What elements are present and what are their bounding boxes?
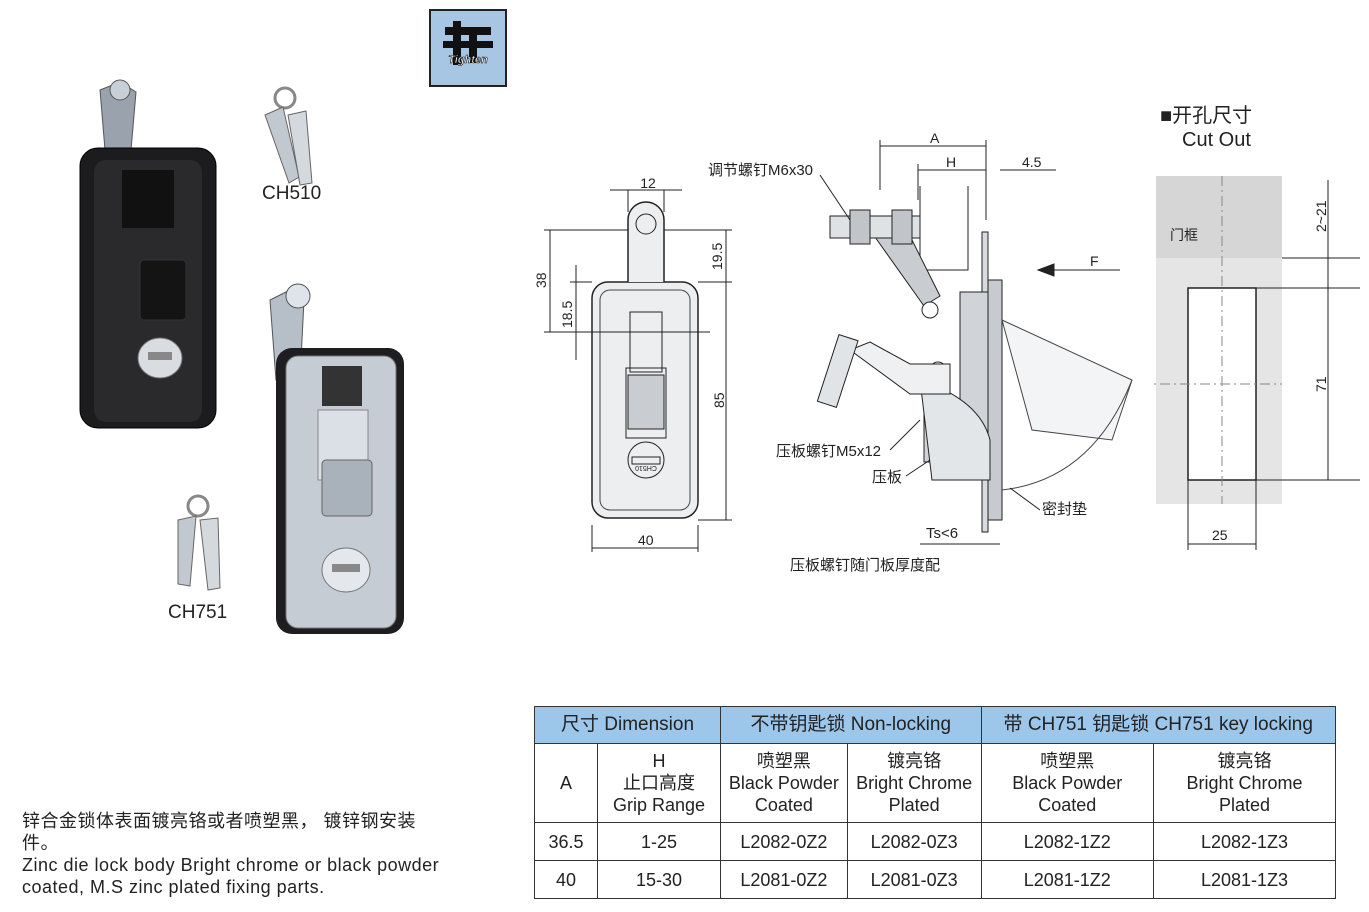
spec-table: 尺寸 Dimension 不带钥匙锁 Non-locking 带 CH751 钥…: [534, 706, 1336, 899]
subheader-h-en: Grip Range: [612, 795, 706, 815]
cell-h: 1-25: [597, 822, 721, 861]
thickness-label: Ts<6: [926, 525, 958, 542]
header-dimension: 尺寸 Dimension: [534, 706, 721, 744]
seal-gasket-label: 密封垫: [1042, 501, 1087, 518]
cell-nl-black: L2082-0Z2: [720, 822, 848, 861]
plate-screw-label: 压板螺钉M5x12: [776, 442, 881, 460]
product-photos: [79, 79, 404, 634]
cell-nl-chrome: L2082-0Z3: [846, 822, 982, 861]
subheader-en: Bright Chrome: [856, 773, 973, 793]
dim-a-label: A: [930, 130, 940, 146]
description-en: Zinc die lock body Bright chrome or blac…: [22, 855, 440, 897]
pressure-plate-label: 压板: [872, 468, 902, 486]
dim-h-label: H: [946, 154, 956, 170]
subheader-cn: 喷塑黑: [1040, 751, 1095, 771]
keys-ch751-icon: [177, 494, 221, 591]
technical-drawing: CH510 12 38 18.5 19.5 85 40 A H 4.5: [533, 130, 1133, 574]
adjust-screw-label: 调节螺钉M6x30: [708, 162, 813, 179]
chrome-lock-image: [269, 283, 404, 634]
subheader-nl-chrome: 镀亮铬 Bright Chrome Plated: [846, 743, 982, 823]
table-row: 40 15-30 L2081-0Z2 L2081-0Z3 L2081-1Z2 L…: [534, 860, 1336, 899]
cell-kl-black: L2081-1Z2: [980, 860, 1155, 899]
subheader-en: Black Powder: [728, 773, 839, 793]
dim-71-label: 71: [1313, 376, 1329, 392]
dim-85-label: 85: [711, 392, 727, 408]
subheader-en: Coated: [1038, 795, 1097, 815]
logo-text: Tighten: [448, 54, 488, 66]
cell-h: 15-30: [597, 860, 721, 899]
subheader-en: Plated: [1219, 795, 1271, 815]
product-label-ch510: CH510: [262, 183, 322, 204]
subheader-h-symbol: H: [652, 751, 666, 771]
dim-40-label: 40: [638, 532, 654, 548]
table-header-row: 尺寸 Dimension 不带钥匙锁 Non-locking 带 CH751 钥…: [534, 706, 1336, 744]
dim-4-5-label: 4.5: [1022, 154, 1042, 170]
subheader-h: H 止口高度 Grip Range: [597, 743, 721, 823]
logo-mark-icon: Tighten: [443, 21, 493, 66]
front-view: CH510 12 38 18.5 19.5 85 40: [533, 175, 732, 552]
cell-nl-black: L2081-0Z2: [720, 860, 848, 899]
subheader-en: Bright Chrome: [1186, 773, 1303, 793]
table-subheader-row: A H 止口高度 Grip Range 喷塑黑 Black Powder Coa…: [534, 743, 1336, 823]
subheader-h-cn: 止口高度: [623, 773, 695, 793]
cutout-title: ■开孔尺寸 Cut Out: [1160, 104, 1252, 152]
plate-screw-note: 压板螺钉随门板厚度配: [790, 556, 940, 574]
cell-kl-chrome: L2081-1Z3: [1153, 860, 1336, 899]
product-label-ch751: CH751: [168, 602, 228, 623]
description-cn: 锌合金锁体表面镀亮铬或者喷塑黑， 镀锌钢安装件。: [22, 811, 416, 853]
dim-2-21-label: 2~21: [1313, 200, 1329, 232]
keys-ch510-icon: [264, 86, 313, 186]
subheader-en: Black Powder: [1012, 773, 1123, 793]
cutout-diagram: 门框 2~21 71 25: [1150, 176, 1360, 550]
brand-logo: Tighten: [429, 9, 507, 87]
key-mark-text: CH510: [635, 464, 657, 471]
dim-19-5-label: 19.5: [709, 243, 725, 270]
header-non-locking: 不带钥匙锁 Non-locking: [720, 706, 982, 744]
subheader-cn: 镀亮铬: [887, 751, 942, 771]
subheader-kl-chrome: 镀亮铬 Bright Chrome Plated: [1153, 743, 1336, 823]
subheader-en: Coated: [754, 795, 813, 815]
subheader-cn: 镀亮铬: [1217, 751, 1272, 771]
dim-12-label: 12: [640, 175, 656, 191]
subheader-a: A: [534, 743, 598, 823]
black-lock-image: [79, 79, 217, 429]
dim-25-label: 25: [1212, 527, 1228, 543]
dim-38-label: 38: [533, 272, 549, 288]
cell-nl-chrome: L2081-0Z3: [846, 860, 982, 899]
cutout-title-en: Cut Out: [1182, 129, 1251, 151]
subheader-nl-black: 喷塑黑 Black Powder Coated: [720, 743, 848, 823]
door-frame-label: 门框: [1170, 227, 1198, 243]
header-key-locking: 带 CH751 钥匙锁 CH751 key locking: [980, 706, 1336, 744]
cell-kl-chrome: L2082-1Z3: [1153, 822, 1336, 861]
cutout-title-cn: ■开孔尺寸: [1160, 105, 1253, 127]
cell-kl-black: L2082-1Z2: [980, 822, 1155, 861]
subheader-en: Plated: [888, 795, 940, 815]
cell-a: 36.5: [534, 822, 598, 861]
side-view: A H 4.5 F 调节螺钉M6x30 压板螺钉M5x12 压板 密封垫 Ts<…: [708, 130, 1133, 574]
subheader-kl-black: 喷塑黑 Black Powder Coated: [980, 743, 1155, 823]
force-f-label: F: [1090, 253, 1099, 269]
subheader-cn: 喷塑黑: [756, 751, 811, 771]
product-description: 锌合金锁体表面镀亮铬或者喷塑黑， 镀锌钢安装件。 Zinc die lock b…: [22, 810, 452, 898]
table-row: 36.5 1-25 L2082-0Z2 L2082-0Z3 L2082-1Z2 …: [534, 822, 1336, 861]
dim-18-5-label: 18.5: [559, 301, 575, 328]
cell-a: 40: [534, 860, 598, 899]
